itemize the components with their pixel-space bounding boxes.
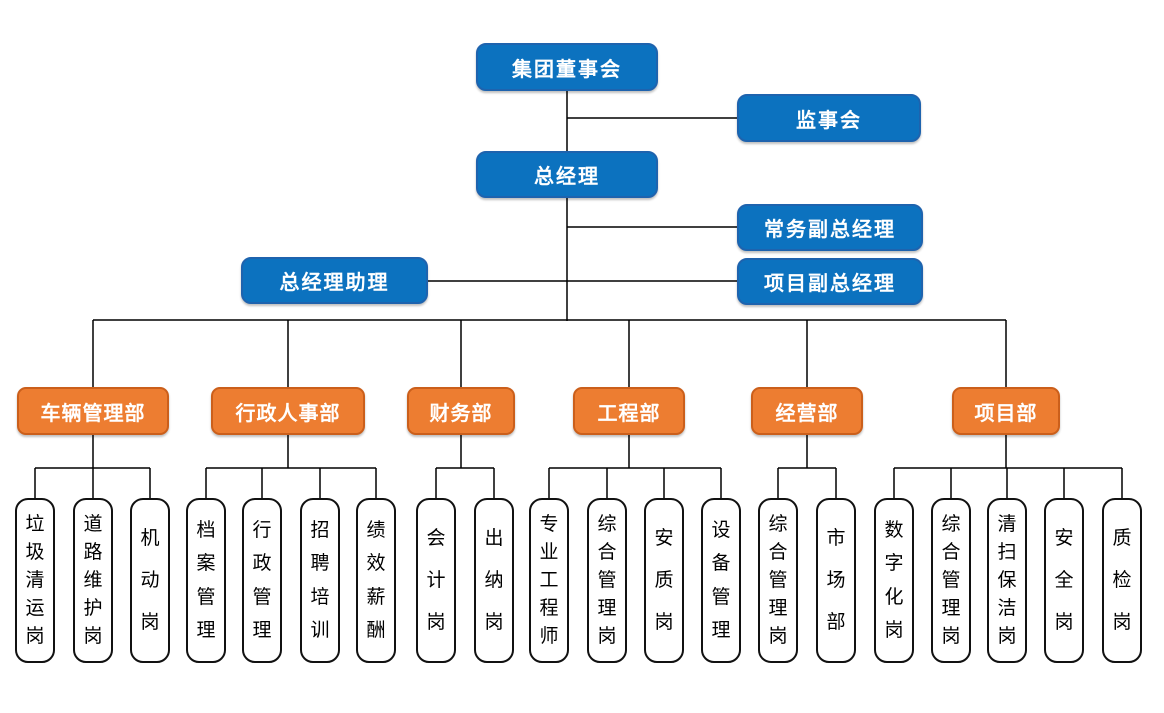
node-pos-safety-quality: 安质岗 <box>644 498 684 663</box>
node-pos-safety: 安全岗 <box>1044 498 1084 663</box>
node-pos-market-dept: 市场部 <box>816 498 856 663</box>
node-pos-admin-mgmt: 行政管理 <box>242 498 282 663</box>
node-dept-finance: 财务部 <box>407 387 515 435</box>
node-supervisory-board: 监事会 <box>737 94 921 142</box>
node-pos-accountant: 会计岗 <box>416 498 456 663</box>
node-general-manager: 总经理 <box>476 151 658 198</box>
node-pos-ops-general-mgmt: 综合管理岗 <box>758 498 798 663</box>
node-dept-admin-hr: 行政人事部 <box>211 387 365 435</box>
node-project-deputy-gm: 项目副总经理 <box>737 258 923 305</box>
node-pos-quality-inspection: 质检岗 <box>1102 498 1142 663</box>
node-pos-cleaning: 清扫保洁岗 <box>987 498 1027 663</box>
node-group-board: 集团董事会 <box>476 43 658 91</box>
node-pos-digitalization: 数字化岗 <box>874 498 914 663</box>
node-pos-cashier: 出纳岗 <box>474 498 514 663</box>
node-pos-archives-mgmt: 档案管理 <box>186 498 226 663</box>
node-pos-professional-engineer: 专业工程师 <box>529 498 569 663</box>
node-dept-vehicle-mgmt: 车辆管理部 <box>17 387 169 435</box>
node-pos-garbage-clearing: 垃圾清运岗 <box>15 498 55 663</box>
node-pos-proj-general-mgmt: 综合管理岗 <box>931 498 971 663</box>
node-pos-equipment-mgmt: 设备管理 <box>701 498 741 663</box>
node-pos-performance-payroll: 绩效薪酬 <box>356 498 396 663</box>
node-pos-mobile-duty: 机动岗 <box>130 498 170 663</box>
node-pos-recruit-training: 招聘培训 <box>300 498 340 663</box>
node-pos-road-maintenance: 道路维护岗 <box>73 498 113 663</box>
node-dept-engineering: 工程部 <box>573 387 685 435</box>
node-pos-eng-general-mgmt: 综合管理岗 <box>587 498 627 663</box>
node-dept-project: 项目部 <box>952 387 1060 435</box>
node-gm-assistant: 总经理助理 <box>241 257 428 304</box>
node-dept-operations: 经营部 <box>751 387 863 435</box>
node-executive-deputy-gm: 常务副总经理 <box>737 204 923 251</box>
